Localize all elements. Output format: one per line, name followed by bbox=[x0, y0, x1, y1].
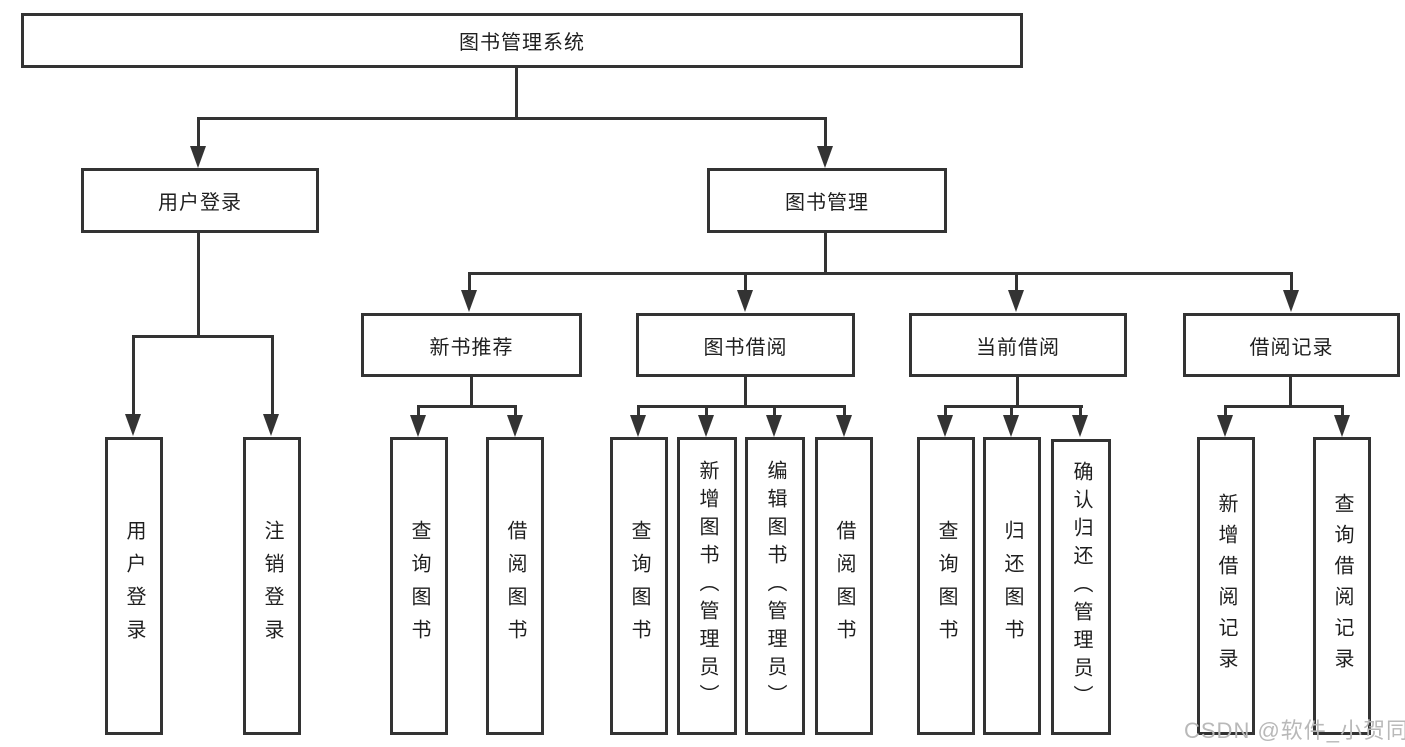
node-label: 用户登录 bbox=[158, 192, 242, 214]
leaf-label: 确认归还（管理员） bbox=[1070, 461, 1092, 713]
leaf-label: 查询图书 bbox=[408, 520, 430, 652]
csdn-watermark: CSDN @软件_小贺同学 bbox=[1184, 718, 1405, 743]
node-root-label: 图书管理系统 bbox=[459, 32, 585, 54]
leaf-borrowing-query-book: 查询图书 bbox=[610, 437, 668, 735]
leaf-current-query-book: 查询图书 bbox=[917, 437, 975, 735]
connector-line bbox=[514, 405, 517, 417]
connector-line bbox=[944, 405, 947, 417]
arrowhead-down-icon bbox=[630, 415, 646, 437]
arrowhead-down-icon bbox=[817, 146, 833, 168]
node-label: 图书借阅 bbox=[703, 336, 788, 359]
leaf-label: 用户登录 bbox=[123, 520, 145, 652]
connector-line bbox=[468, 272, 1293, 275]
connector-line bbox=[637, 405, 640, 417]
connector-line bbox=[198, 117, 827, 120]
leaf-label: 借阅图书 bbox=[833, 520, 855, 652]
leaf-label: 注销登录 bbox=[261, 520, 283, 652]
leaf-return-book: 归还图书 bbox=[983, 437, 1041, 735]
connector-line bbox=[824, 233, 827, 275]
connector-line bbox=[470, 377, 473, 408]
arrowhead-down-icon bbox=[1072, 415, 1088, 437]
arrowhead-down-icon bbox=[766, 415, 782, 437]
leaf-recommend-query-book: 查询图书 bbox=[390, 437, 448, 735]
connector-line bbox=[744, 272, 747, 292]
node-book-borrowing: 图书借阅 bbox=[636, 313, 855, 377]
arrowhead-down-icon bbox=[836, 415, 852, 437]
leaf-label: 归还图书 bbox=[1001, 520, 1023, 652]
connector-line bbox=[1289, 377, 1292, 408]
connector-line bbox=[197, 117, 200, 151]
connector-line bbox=[468, 272, 471, 292]
leaf-borrowing-borrow-book: 借阅图书 bbox=[815, 437, 873, 735]
connector-line bbox=[773, 405, 776, 417]
leaf-label: 新增借阅记录 bbox=[1215, 493, 1237, 679]
leaf-query-borrow-record: 查询借阅记录 bbox=[1313, 437, 1371, 735]
leaf-edit-book-admin: 编辑图书（管理员） bbox=[745, 437, 805, 735]
node-label: 当前借阅 bbox=[976, 336, 1060, 359]
connector-line bbox=[417, 405, 420, 417]
leaf-label: 查询借阅记录 bbox=[1331, 493, 1353, 679]
node-label: 图书管理 bbox=[785, 192, 869, 214]
arrowhead-down-icon bbox=[263, 414, 279, 436]
connector-line bbox=[637, 405, 846, 408]
connector-line bbox=[944, 405, 1083, 408]
connector-line bbox=[132, 335, 135, 418]
connector-line bbox=[843, 405, 846, 417]
arrowhead-down-icon bbox=[461, 290, 477, 312]
arrowhead-down-icon bbox=[1217, 415, 1233, 437]
node-label: 借阅记录 bbox=[1249, 336, 1334, 359]
connector-line bbox=[1015, 272, 1018, 292]
connector-line bbox=[744, 377, 747, 408]
connector-line bbox=[417, 405, 517, 408]
connector-line bbox=[1224, 405, 1227, 417]
leaf-label: 查询图书 bbox=[628, 520, 650, 652]
arrowhead-down-icon bbox=[937, 415, 953, 437]
leaf-logout: 注销登录 bbox=[243, 437, 301, 735]
node-label: 新书推荐 bbox=[429, 336, 514, 359]
leaf-label: 新增图书（管理员） bbox=[696, 460, 718, 712]
leaf-label: 编辑图书（管理员） bbox=[764, 460, 786, 712]
connector-line bbox=[824, 117, 827, 151]
connector-line bbox=[1341, 405, 1344, 417]
arrowhead-down-icon bbox=[190, 146, 206, 168]
connector-line bbox=[1224, 405, 1344, 408]
leaf-add-book-admin: 新增图书（管理员） bbox=[677, 437, 737, 735]
connector-line bbox=[1010, 405, 1013, 417]
connector-line bbox=[133, 335, 274, 338]
arrowhead-down-icon bbox=[125, 414, 141, 436]
leaf-label: 查询图书 bbox=[935, 520, 957, 652]
connector-line bbox=[1290, 272, 1293, 292]
leaf-recommend-borrow-book: 借阅图书 bbox=[486, 437, 544, 735]
leaf-confirm-return-admin: 确认归还（管理员） bbox=[1051, 439, 1111, 735]
node-book-management: 图书管理 bbox=[707, 168, 947, 233]
node-borrowing-records: 借阅记录 bbox=[1183, 313, 1400, 377]
arrowhead-down-icon bbox=[737, 290, 753, 312]
connector-line bbox=[1016, 377, 1019, 408]
connector-line bbox=[515, 68, 518, 120]
arrowhead-down-icon bbox=[1283, 290, 1299, 312]
connector-line bbox=[197, 233, 200, 338]
arrowhead-down-icon bbox=[507, 415, 523, 437]
connector-line bbox=[1079, 405, 1082, 417]
connector-line bbox=[271, 335, 274, 418]
arrowhead-down-icon bbox=[698, 415, 714, 437]
connector-line bbox=[705, 405, 708, 417]
node-root: 图书管理系统 bbox=[21, 13, 1023, 68]
arrowhead-down-icon bbox=[410, 415, 426, 437]
node-user-login-branch: 用户登录 bbox=[81, 168, 319, 233]
node-new-book-recommend: 新书推荐 bbox=[361, 313, 582, 377]
node-current-borrowing: 当前借阅 bbox=[909, 313, 1127, 377]
arrowhead-down-icon bbox=[1334, 415, 1350, 437]
arrowhead-down-icon bbox=[1003, 415, 1019, 437]
leaf-add-borrow-record: 新增借阅记录 bbox=[1197, 437, 1255, 735]
leaf-user-login: 用户登录 bbox=[105, 437, 163, 735]
leaf-label: 借阅图书 bbox=[504, 520, 526, 652]
arrowhead-down-icon bbox=[1008, 290, 1024, 312]
